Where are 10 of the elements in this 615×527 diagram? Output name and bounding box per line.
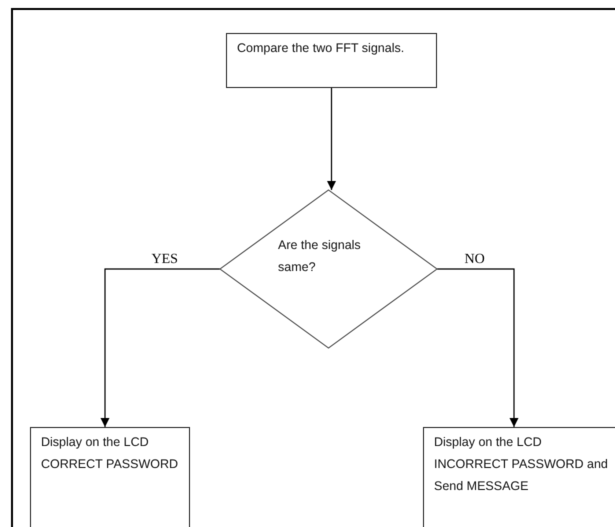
process-box [226,33,437,88]
decision-text: Are the signals same? [278,237,362,276]
process-box [423,427,615,527]
process-text: Compare the two FFT signals. [237,40,406,57]
process-text: Display on the LCD INCORRECT PASSWORD and Send MESSAGE [434,434,609,495]
arrow [437,268,518,427]
process-box [30,427,190,527]
arrow [100,268,220,427]
process-text: Display on the LCD CORRECT PASSWORD [41,434,179,473]
arrow [327,88,336,190]
